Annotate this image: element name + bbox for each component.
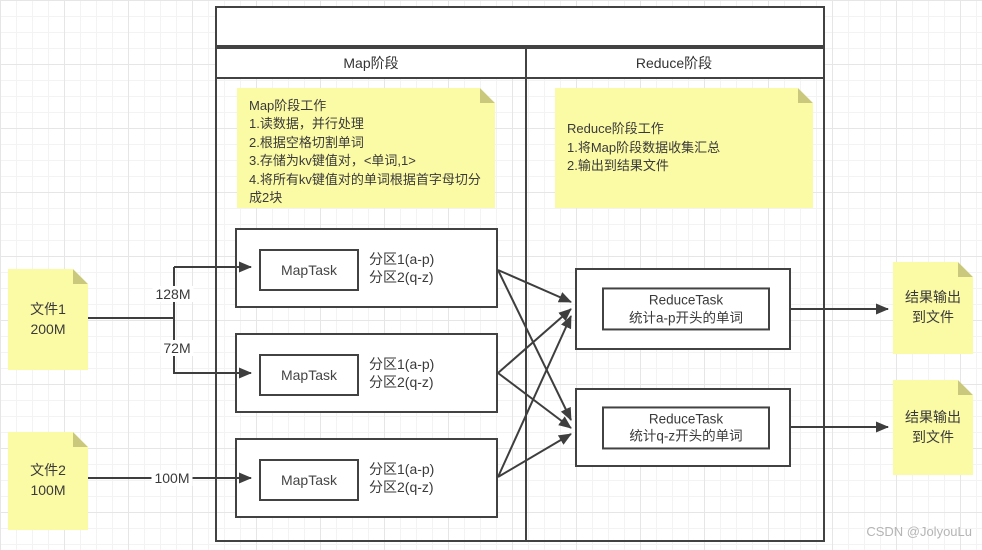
note-result-output-2: 结果输出 到文件 <box>893 380 973 475</box>
partition-list-2: 分区1(a-p) 分区2(q-z) <box>369 355 435 390</box>
reduce-task-group-1: ReduceTask 统计a-p开头的单词 <box>575 268 791 350</box>
pool: Map阶段 Reduce阶段 <box>215 47 825 542</box>
note-result-output-1-text: 结果输出 到文件 <box>905 289 961 325</box>
map-task-box-1: MapTask <box>259 249 359 291</box>
note-file1-text: 文件1 200M <box>30 300 66 337</box>
map-task-group-2: MapTask 分区1(a-p) 分区2(q-z) <box>235 333 498 413</box>
column-header-map: Map阶段 <box>343 55 399 71</box>
reduce-task-group-2: ReduceTask 统计q-z开头的单词 <box>575 388 791 467</box>
partition-list-1: 分区1(a-p) 分区2(q-z) <box>369 250 435 285</box>
note-file1: 文件1 200M <box>8 269 88 370</box>
note-reduce-phase-work-text: Reduce阶段工作 1.将Map阶段数据收集汇总 2.输出到结果文件 <box>567 121 721 174</box>
note-reduce-phase-work: Reduce阶段工作 1.将Map阶段数据收集汇总 2.输出到结果文件 <box>555 88 813 208</box>
note-result-output-2-text: 结果输出 到文件 <box>905 408 961 445</box>
note-map-phase-work: Map阶段工作 1.读数据，并行处理 2.根据空格切割单词 3.存储为kv键值对… <box>237 88 495 208</box>
map-task-box-2: MapTask <box>259 354 359 396</box>
note-file2: 文件2 100M <box>8 432 88 530</box>
pool-title-bar <box>215 6 825 47</box>
map-task-group-1: MapTask 分区1(a-p) 分区2(q-z) <box>235 228 498 308</box>
partition-list-3: 分区1(a-p) 分区2(q-z) <box>369 460 435 495</box>
edge-label-100m: 100M <box>151 470 193 486</box>
note-file2-text: 文件2 100M <box>30 462 66 498</box>
pool-header-row: Map阶段 Reduce阶段 <box>217 49 823 79</box>
map-task-box-3: MapTask <box>259 459 359 501</box>
note-result-output-1: 结果输出 到文件 <box>893 262 973 354</box>
map-task-group-3: MapTask 分区1(a-p) 分区2(q-z) <box>235 438 498 518</box>
reduce-task-box-2: ReduceTask 统计q-z开头的单词 <box>602 405 770 450</box>
edge-label-72m: 72M <box>160 340 194 356</box>
reduce-task-box-1: ReduceTask 统计a-p开头的单词 <box>602 287 770 331</box>
note-map-phase-work-text: Map阶段工作 1.读数据，并行处理 2.根据空格切割单词 3.存储为kv键值对… <box>249 98 481 206</box>
edge-label-128m: 128M <box>152 286 194 302</box>
column-header-reduce: Reduce阶段 <box>635 55 713 71</box>
watermark: CSDN @JolyouLu <box>866 524 972 539</box>
pool-divider <box>525 49 527 540</box>
